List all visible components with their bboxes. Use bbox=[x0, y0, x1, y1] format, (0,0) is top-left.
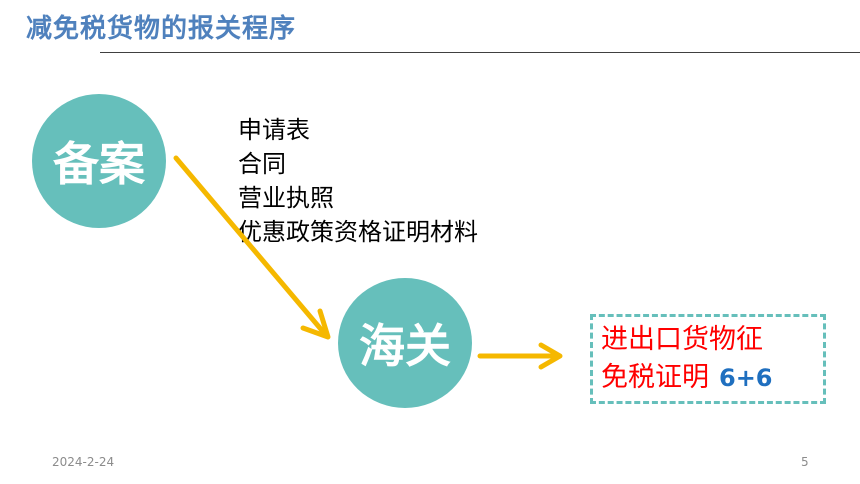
beian-label: 备案 bbox=[53, 137, 145, 191]
footer-date: 2024-2-24 bbox=[52, 455, 115, 469]
document-item: 优惠政策资格证明材料 bbox=[238, 218, 478, 246]
certificate-name: 免税证明 bbox=[601, 362, 709, 393]
document-item: 营业执照 bbox=[238, 184, 334, 212]
page-number: 5 bbox=[801, 455, 809, 469]
document-list: 申请表 合同 营业执照 优惠政策资格证明材料 bbox=[238, 113, 478, 249]
arrow-beian-to-haiguan bbox=[173, 155, 328, 337]
slide-title: 减免税货物的报关程序 bbox=[26, 14, 297, 44]
document-item: 合同 bbox=[238, 150, 286, 178]
arrow-haiguan-to-certificate-head bbox=[538, 342, 563, 370]
arrow-beian-to-haiguan-head bbox=[300, 308, 331, 340]
beian-circle: 备案 bbox=[32, 94, 166, 228]
certificate-box: 进出口货物征 免税证明 6+6 bbox=[590, 314, 826, 404]
document-item: 申请表 bbox=[238, 116, 310, 144]
certificate-code: 6+6 bbox=[719, 364, 773, 392]
certificate-line-2: 免税证明 6+6 bbox=[601, 359, 823, 397]
haiguan-circle: 海关 bbox=[338, 278, 472, 408]
haiguan-label: 海关 bbox=[359, 319, 451, 373]
title-divider bbox=[100, 52, 860, 53]
certificate-line-1: 进出口货物征 bbox=[601, 324, 763, 355]
